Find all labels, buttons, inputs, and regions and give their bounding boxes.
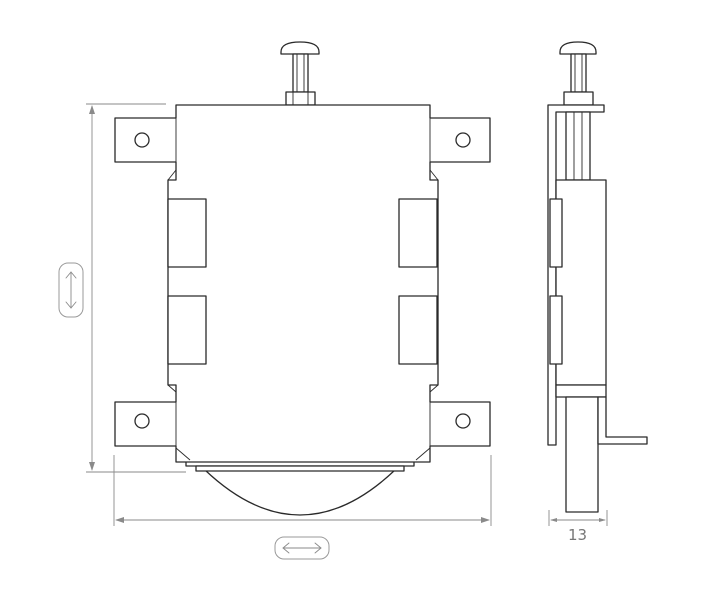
side-view — [547, 41, 648, 513]
side-body — [555, 179, 607, 386]
side-width-dimension: 13 — [548, 510, 608, 544]
mounting-hole — [134, 413, 150, 429]
front-view — [114, 41, 491, 516]
side-brackets — [167, 198, 438, 365]
side-wheel — [565, 396, 599, 513]
mounting-holes — [134, 132, 471, 429]
side-width-label: 13 — [568, 526, 587, 544]
mounting-hole — [455, 132, 471, 148]
caster-wheel — [185, 459, 415, 516]
bracket — [167, 295, 207, 365]
side-bolt — [559, 41, 597, 106]
mounting-hole — [134, 132, 150, 148]
bracket — [398, 295, 438, 365]
top-bolt — [280, 41, 320, 106]
bracket — [167, 198, 207, 268]
horizontal-double-arrow-icon — [274, 536, 330, 560]
vertical-double-arrow-icon — [58, 262, 84, 318]
mounting-hole — [455, 413, 471, 429]
plate-flange-lines — [167, 118, 439, 461]
bracket — [398, 198, 438, 268]
main-plate — [114, 104, 491, 463]
width-dimension — [113, 455, 492, 526]
height-dimension — [86, 103, 186, 473]
